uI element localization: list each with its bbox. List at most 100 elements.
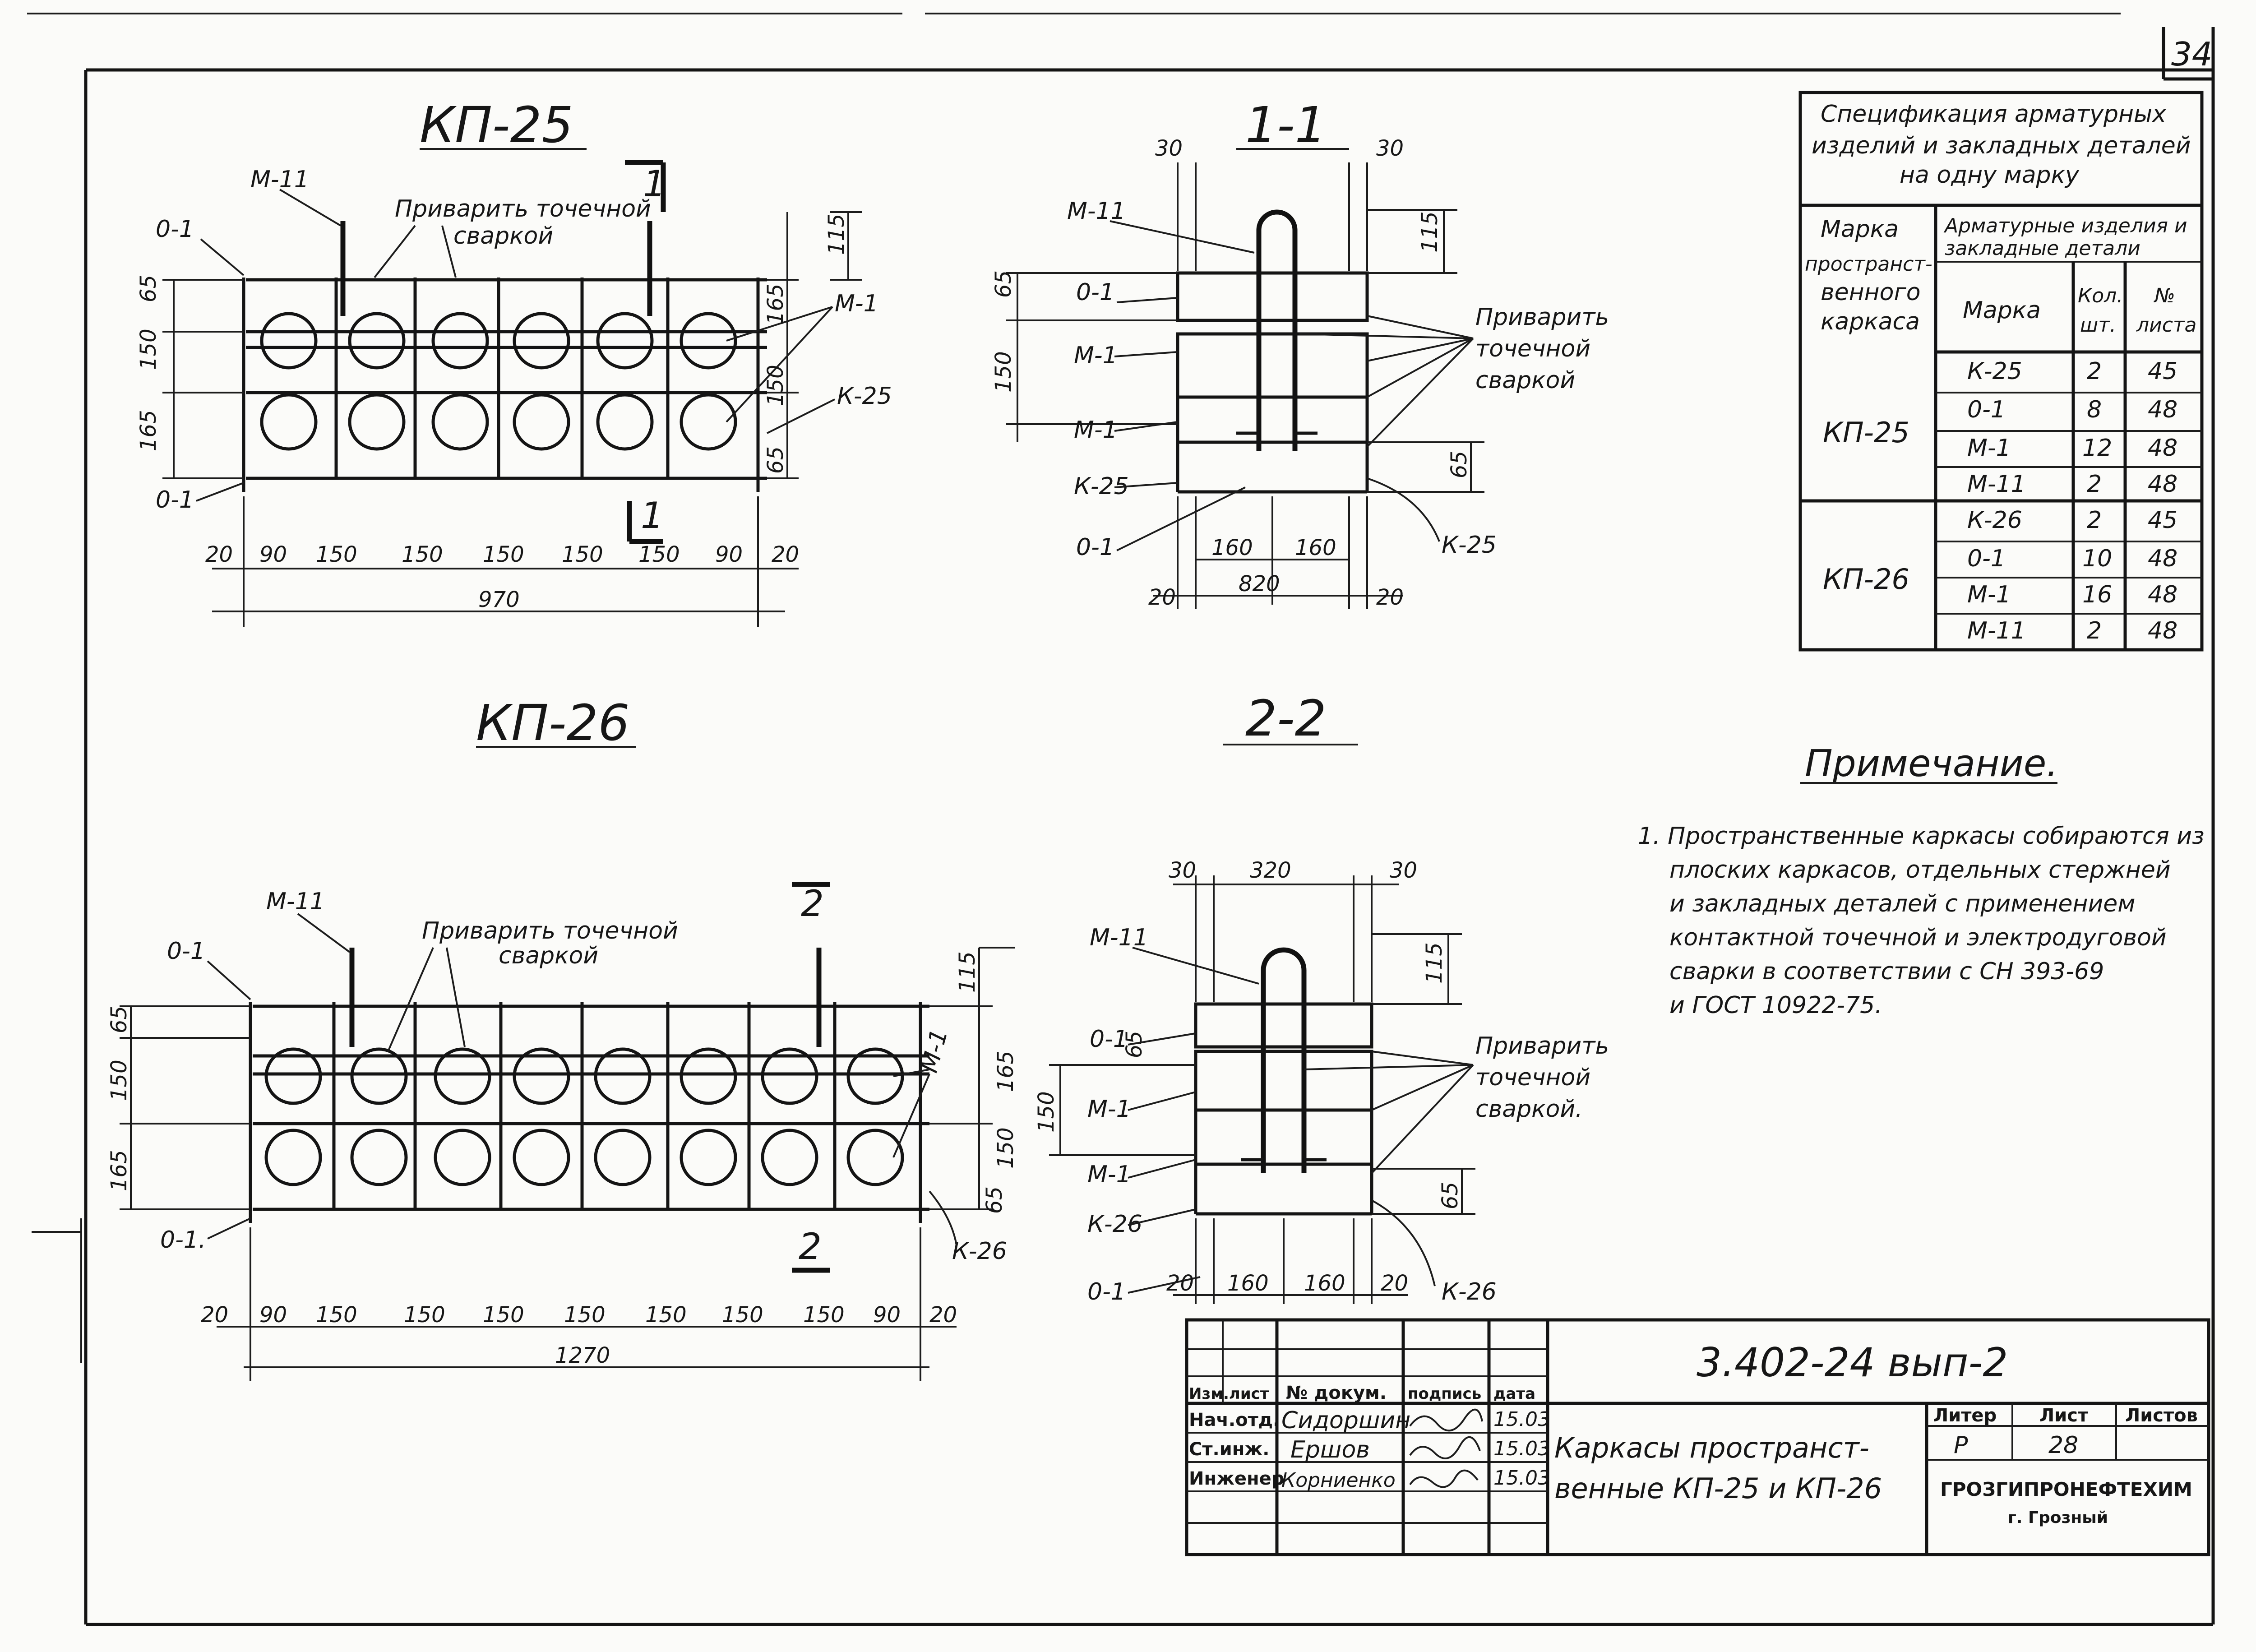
kp26-dim-v-left-2: 150 bbox=[106, 1060, 132, 1101]
kp25-dim-h-6: 150 bbox=[562, 542, 603, 567]
section11-dim-v-left-1: 65 bbox=[991, 270, 1016, 298]
kp25-embedded-rings bbox=[260, 312, 737, 451]
section22-dim-bottom-3: 160 bbox=[1304, 1271, 1345, 1296]
section11-dim-115: 115 bbox=[1417, 211, 1442, 253]
kp25-dim-total: 970 bbox=[478, 587, 520, 612]
kp25-dim-v-right-3: 65 bbox=[763, 446, 788, 474]
section22-dim-bottom-2: 160 bbox=[1227, 1271, 1269, 1296]
tb-doc-code: 3.402-24 вып-2 bbox=[1697, 1339, 2008, 1386]
section11-dim-bottom-1: 20 bbox=[1148, 585, 1176, 610]
kp26-view: КП-26 bbox=[106, 694, 1018, 1381]
kp25-title: КП-25 bbox=[420, 96, 573, 154]
tb-role-2: Ст.инж. bbox=[1189, 1439, 1269, 1460]
kp25-frame bbox=[242, 221, 767, 492]
section11-dim-bottom-3: 160 bbox=[1295, 535, 1336, 560]
spec-row-4-qty: 2 bbox=[2087, 471, 2102, 498]
kp25-label-m11: М-11 bbox=[250, 166, 309, 193]
spec-row-3-sheet: 48 bbox=[2148, 435, 2177, 462]
kp26-dim-v-right-2: 150 bbox=[993, 1127, 1018, 1169]
notes-title: Примечание. bbox=[1805, 742, 2058, 785]
section22-label-m11: М-11 bbox=[1090, 924, 1148, 951]
spec-row-8-mark: М-11 bbox=[1967, 617, 2026, 644]
spec-row-2-mark: 0-1 bbox=[1967, 396, 2006, 423]
section11-dim-v-left-2: 150 bbox=[991, 351, 1016, 393]
tb-sheet: 28 bbox=[2048, 1432, 2078, 1459]
notes-line-5: сварки в соответствии с СН 393-69 bbox=[1669, 958, 2104, 985]
spec-row-1-sheet: 45 bbox=[2148, 358, 2177, 385]
section11-dim-top-right: 30 bbox=[1376, 136, 1404, 161]
spec-row-1-qty: 2 bbox=[2087, 358, 2102, 385]
kp26-dim-h-1: 20 bbox=[201, 1302, 228, 1328]
tb-col-letter: Литер bbox=[1933, 1405, 1997, 1426]
kp26-dimensions: 65 150 165 165 150 65 115 20 90 150 150 … bbox=[106, 947, 1018, 1381]
kp25-dimensions: 65 150 165 165 150 65 115 20 90 150 150 … bbox=[136, 211, 862, 627]
section22-weld-note-2: точечной bbox=[1475, 1064, 1590, 1091]
kp26-dim-v-right-1: 165 bbox=[993, 1050, 1018, 1092]
kp25-label-o1-top: 0-1 bbox=[156, 216, 194, 243]
spec-row-4-mark: М-11 bbox=[1967, 471, 2026, 498]
tb-name-1: Сидоршин bbox=[1281, 1407, 1410, 1434]
section22-dim-top-middle: 320 bbox=[1250, 858, 1291, 883]
spec-title-2: изделий и закладных деталей bbox=[1812, 132, 2191, 159]
spec-row-6-mark: 0-1 bbox=[1967, 545, 2006, 572]
spec-col-sheet-2: листа bbox=[2136, 314, 2197, 337]
section11-dim-right-small: 65 bbox=[1447, 451, 1472, 478]
kp25-dim-h-5: 150 bbox=[483, 542, 524, 567]
sheet-frame bbox=[27, 13, 2215, 1626]
spec-row-7-mark: М-1 bbox=[1967, 581, 2011, 608]
kp26-weld-note-line1: Приварить точечной bbox=[422, 917, 678, 944]
kp25-weld-note-line2: сваркой bbox=[453, 222, 553, 250]
tb-col-sheet: Лист bbox=[2039, 1405, 2089, 1426]
spec-row-2-qty: 8 bbox=[2087, 396, 2102, 423]
kp26-dim-h-7: 150 bbox=[645, 1302, 687, 1328]
kp26-dim-h-4: 150 bbox=[404, 1302, 445, 1328]
spec-row-5-mark: К-26 bbox=[1967, 507, 2022, 534]
kp26-section-mark-bottom: 2 bbox=[799, 1226, 822, 1268]
tb-name-2: Ершов bbox=[1290, 1436, 1370, 1463]
notes-line-4: контактной точечной и электродуговой bbox=[1669, 924, 2167, 951]
section11-dim-top-left: 30 bbox=[1155, 136, 1183, 161]
notes-line-1: 1. Пространственные каркасы собираются и… bbox=[1638, 823, 2205, 850]
spec-table: Спецификация арматурных изделий и заклад… bbox=[1798, 91, 2204, 652]
kp25-dim-v-left-2: 150 bbox=[136, 329, 161, 370]
kp25-dim-h-3: 150 bbox=[316, 542, 357, 567]
spec-row-2-sheet: 48 bbox=[2148, 396, 2177, 423]
kp26-label-o1-bottom: 0-1. bbox=[160, 1226, 206, 1254]
spec-row-3-qty: 12 bbox=[2082, 435, 2112, 462]
tb-header-change: Изм.лист bbox=[1189, 1385, 1269, 1403]
spec-col-qty-1: Кол. bbox=[2078, 284, 2123, 307]
tb-header-sign: подпись bbox=[1408, 1385, 1481, 1403]
kp25-dim-h-8: 90 bbox=[715, 542, 743, 567]
section-1-1: 1-1 30 30 115 65 150 65 М-11 0-1 bbox=[991, 96, 1609, 610]
kp25-dim-v-right-1: 165 bbox=[763, 283, 788, 325]
kp26-dim-h-6: 150 bbox=[564, 1302, 606, 1328]
kp25-view: КП-25 bbox=[136, 96, 892, 627]
section22-dim-top-right: 30 bbox=[1390, 858, 1417, 883]
kp25-label-m1: М-1 bbox=[835, 290, 878, 317]
section22-label-o1-bottom: 0-1 bbox=[1087, 1278, 1126, 1305]
spec-col-group-2: закладные детали bbox=[1945, 237, 2140, 260]
section22-title: 2-2 bbox=[1245, 689, 1327, 747]
kp26-label-k: К-26 bbox=[952, 1238, 1007, 1265]
spec-row-5-sheet: 45 bbox=[2148, 507, 2177, 534]
spec-col-sheet-1: № bbox=[2153, 284, 2175, 307]
section22-dim-115: 115 bbox=[1422, 942, 1447, 984]
section11-label-o1-bottom: 0-1 bbox=[1076, 534, 1114, 561]
section22-weld-note-3: сваркой. bbox=[1475, 1096, 1583, 1123]
section-2-2: 2-2 30 320 30 115 65 150 65 М-11 0 bbox=[1034, 689, 1609, 1305]
tb-signatures bbox=[1409, 1408, 1483, 1488]
tb-header-date: дата bbox=[1493, 1385, 1535, 1403]
spec-col-qty-2: шт. bbox=[2080, 314, 2116, 337]
kp26-weld-note-line2: сваркой bbox=[499, 942, 598, 969]
spec-frame-kp25: КП-25 bbox=[1823, 416, 1909, 449]
section22-label-o1: 0-1 bbox=[1090, 1026, 1128, 1053]
notes-line-6: и ГОСТ 10922-75. bbox=[1669, 992, 1882, 1019]
spec-col-mark: Марка bbox=[1963, 297, 2041, 324]
tb-date-2: 15.03 bbox=[1493, 1437, 1550, 1460]
kp25-dim-v-right-2: 150 bbox=[763, 365, 788, 406]
kp26-dim-h-2: 90 bbox=[259, 1302, 287, 1328]
kp25-dim-h-7: 150 bbox=[638, 542, 680, 567]
kp26-section-mark: 2 bbox=[801, 883, 824, 925]
